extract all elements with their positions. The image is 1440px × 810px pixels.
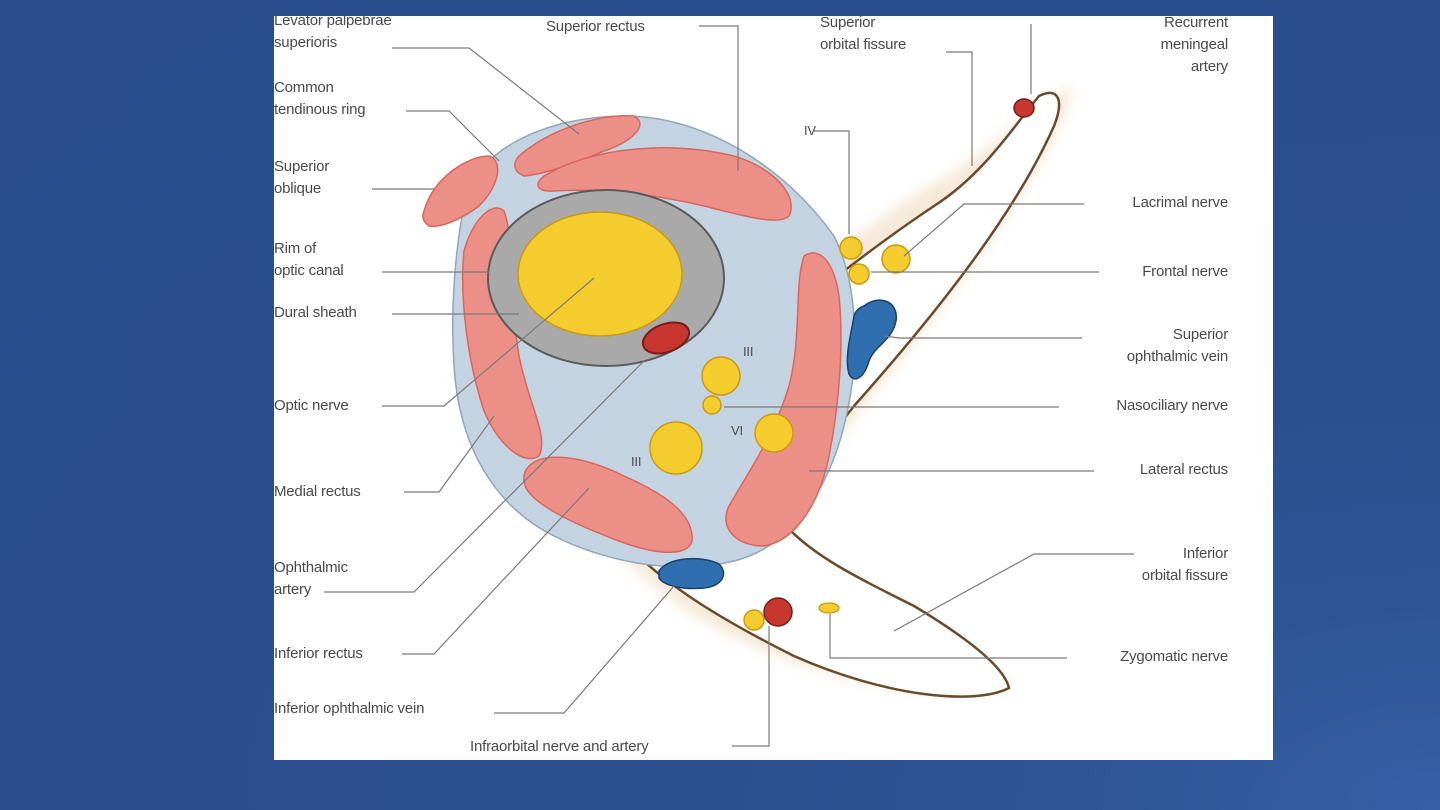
oculomotor-inferior-nerve-shape <box>649 421 703 475</box>
label-ophthalmic-artery: Ophthalmic artery <box>274 559 348 598</box>
label-superior-orbital-fissure: Superior orbital fissure <box>820 16 907 53</box>
inferior-ophthalmic-vein-shape <box>658 557 725 590</box>
infraorbital-artery-shape <box>763 597 793 627</box>
label-recurrent-meningeal-artery: Recurrent meningeal artery <box>1160 16 1229 75</box>
label-optic-nerve: Optic nerve <box>274 397 349 414</box>
label-inferior-rectus: Inferior rectus <box>274 645 363 662</box>
label-superior-rectus: Superior rectus <box>546 18 645 35</box>
levator-muscle <box>514 115 641 177</box>
frontal-nerve-shape <box>848 263 870 285</box>
trochlear-nerve-shape <box>839 236 863 260</box>
label-superior-ophthalmic-vein: Superior ophthalmic vein <box>1126 326 1228 365</box>
abducens-nerve-shape <box>754 413 794 453</box>
ophthalmic-artery-shape <box>641 321 691 355</box>
label-inferior-ophthalmic-vein: Inferior ophthalmic vein <box>274 700 425 717</box>
label-superior-oblique: Superior oblique <box>274 158 330 197</box>
label-cn-iii-inferior: III <box>631 454 642 469</box>
medial-rectus-muscle <box>461 207 543 460</box>
label-cn-vi: VI <box>731 423 743 438</box>
superior-ophthalmic-vein-shape <box>846 299 897 380</box>
recurrent-meningeal-artery-shape <box>1013 98 1035 118</box>
label-rim-optic-canal: Rim of optic canal <box>274 240 344 279</box>
optic-nerve-shape <box>517 211 683 337</box>
label-infraorbital-nerve-artery: Infraorbital nerve and artery <box>470 738 649 755</box>
nasociliary-nerve-shape <box>702 395 722 415</box>
inferior-rectus-muscle <box>523 456 693 553</box>
label-lacrimal-nerve: Lacrimal nerve <box>1132 194 1228 211</box>
label-medial-rectus: Medial rectus <box>274 483 361 500</box>
label-common-tendinous-ring: Common tendinous ring <box>274 79 366 118</box>
label-lateral-rectus: Lateral rectus <box>1139 461 1228 478</box>
label-frontal-nerve: Frontal nerve <box>1142 263 1228 280</box>
leader-lines <box>324 24 1134 747</box>
zygomatic-nerve-shape <box>818 602 840 614</box>
label-levator-palpebrae: Levator palpebrae superioris <box>274 16 392 51</box>
infraorbital-nerve-shape <box>743 609 765 631</box>
oculomotor-superior-nerve-shape <box>701 356 741 396</box>
label-cn-iv: IV <box>804 123 816 138</box>
orbit-diagram-svg <box>324 24 1134 747</box>
label-dural-sheath: Dural sheath <box>274 304 357 321</box>
orbit-diagram-image: Levator palpebrae superioris Superior re… <box>274 16 1273 760</box>
superior-rectus-muscle <box>537 147 792 221</box>
superior-oblique-muscle <box>422 155 499 228</box>
label-nasociliary-nerve: Nasociliary nerve <box>1116 397 1228 414</box>
label-zygomatic-nerve: Zygomatic nerve <box>1120 648 1228 665</box>
lateral-rectus-muscle <box>725 252 842 547</box>
label-cn-iii-superior: III <box>743 344 754 359</box>
label-inferior-orbital-fissure: Inferior orbital fissure <box>1141 545 1228 584</box>
lacrimal-nerve-shape <box>881 244 911 274</box>
